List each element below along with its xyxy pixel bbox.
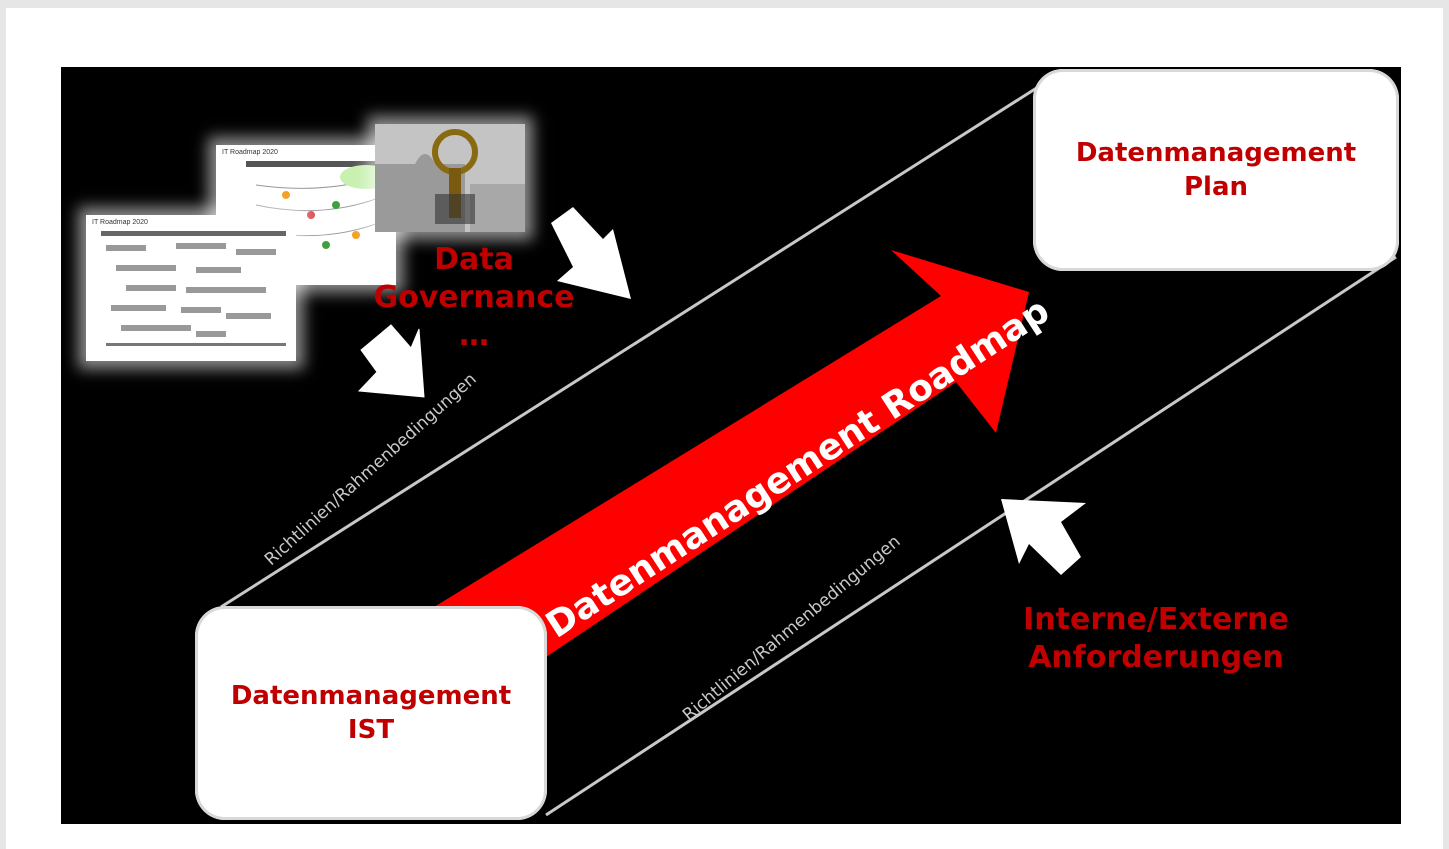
diagram-graphics <box>220 80 1397 817</box>
puzzle-key-image <box>375 124 525 232</box>
governance-arrow-1 <box>357 324 425 398</box>
diagram-canvas: IT Roadmap 2020 IT Roadmap 2020 <box>61 67 1401 824</box>
plan-box-label: Datenmanagement Plan <box>1075 138 1357 202</box>
puzzle-key-icon <box>375 124 525 232</box>
governance-arrow-2 <box>551 207 631 299</box>
datenmanagement-ist-box: Datenmanagement IST <box>195 606 547 820</box>
roadmap-front-graphic <box>101 231 286 346</box>
anforderungen-label: Interne/Externe Anforderungen <box>1023 602 1289 675</box>
roadmap-arrow <box>421 250 1029 657</box>
roadmap-document-front: IT Roadmap 2020 <box>86 215 296 361</box>
ist-box-label: Datenmanagement IST <box>230 681 512 745</box>
data-governance-label: Data Governance … <box>373 242 575 353</box>
roadmap-back-title: IT Roadmap 2020 <box>222 149 278 156</box>
roadmap-front-title: IT Roadmap 2020 <box>92 219 148 226</box>
upper-guide-line <box>220 80 1047 609</box>
datenmanagement-plan-box: Datenmanagement Plan <box>1033 69 1399 271</box>
requirements-arrow <box>1001 499 1086 575</box>
page: IT Roadmap 2020 IT Roadmap 2020 <box>6 8 1443 849</box>
lower-guide-line <box>545 255 1397 817</box>
